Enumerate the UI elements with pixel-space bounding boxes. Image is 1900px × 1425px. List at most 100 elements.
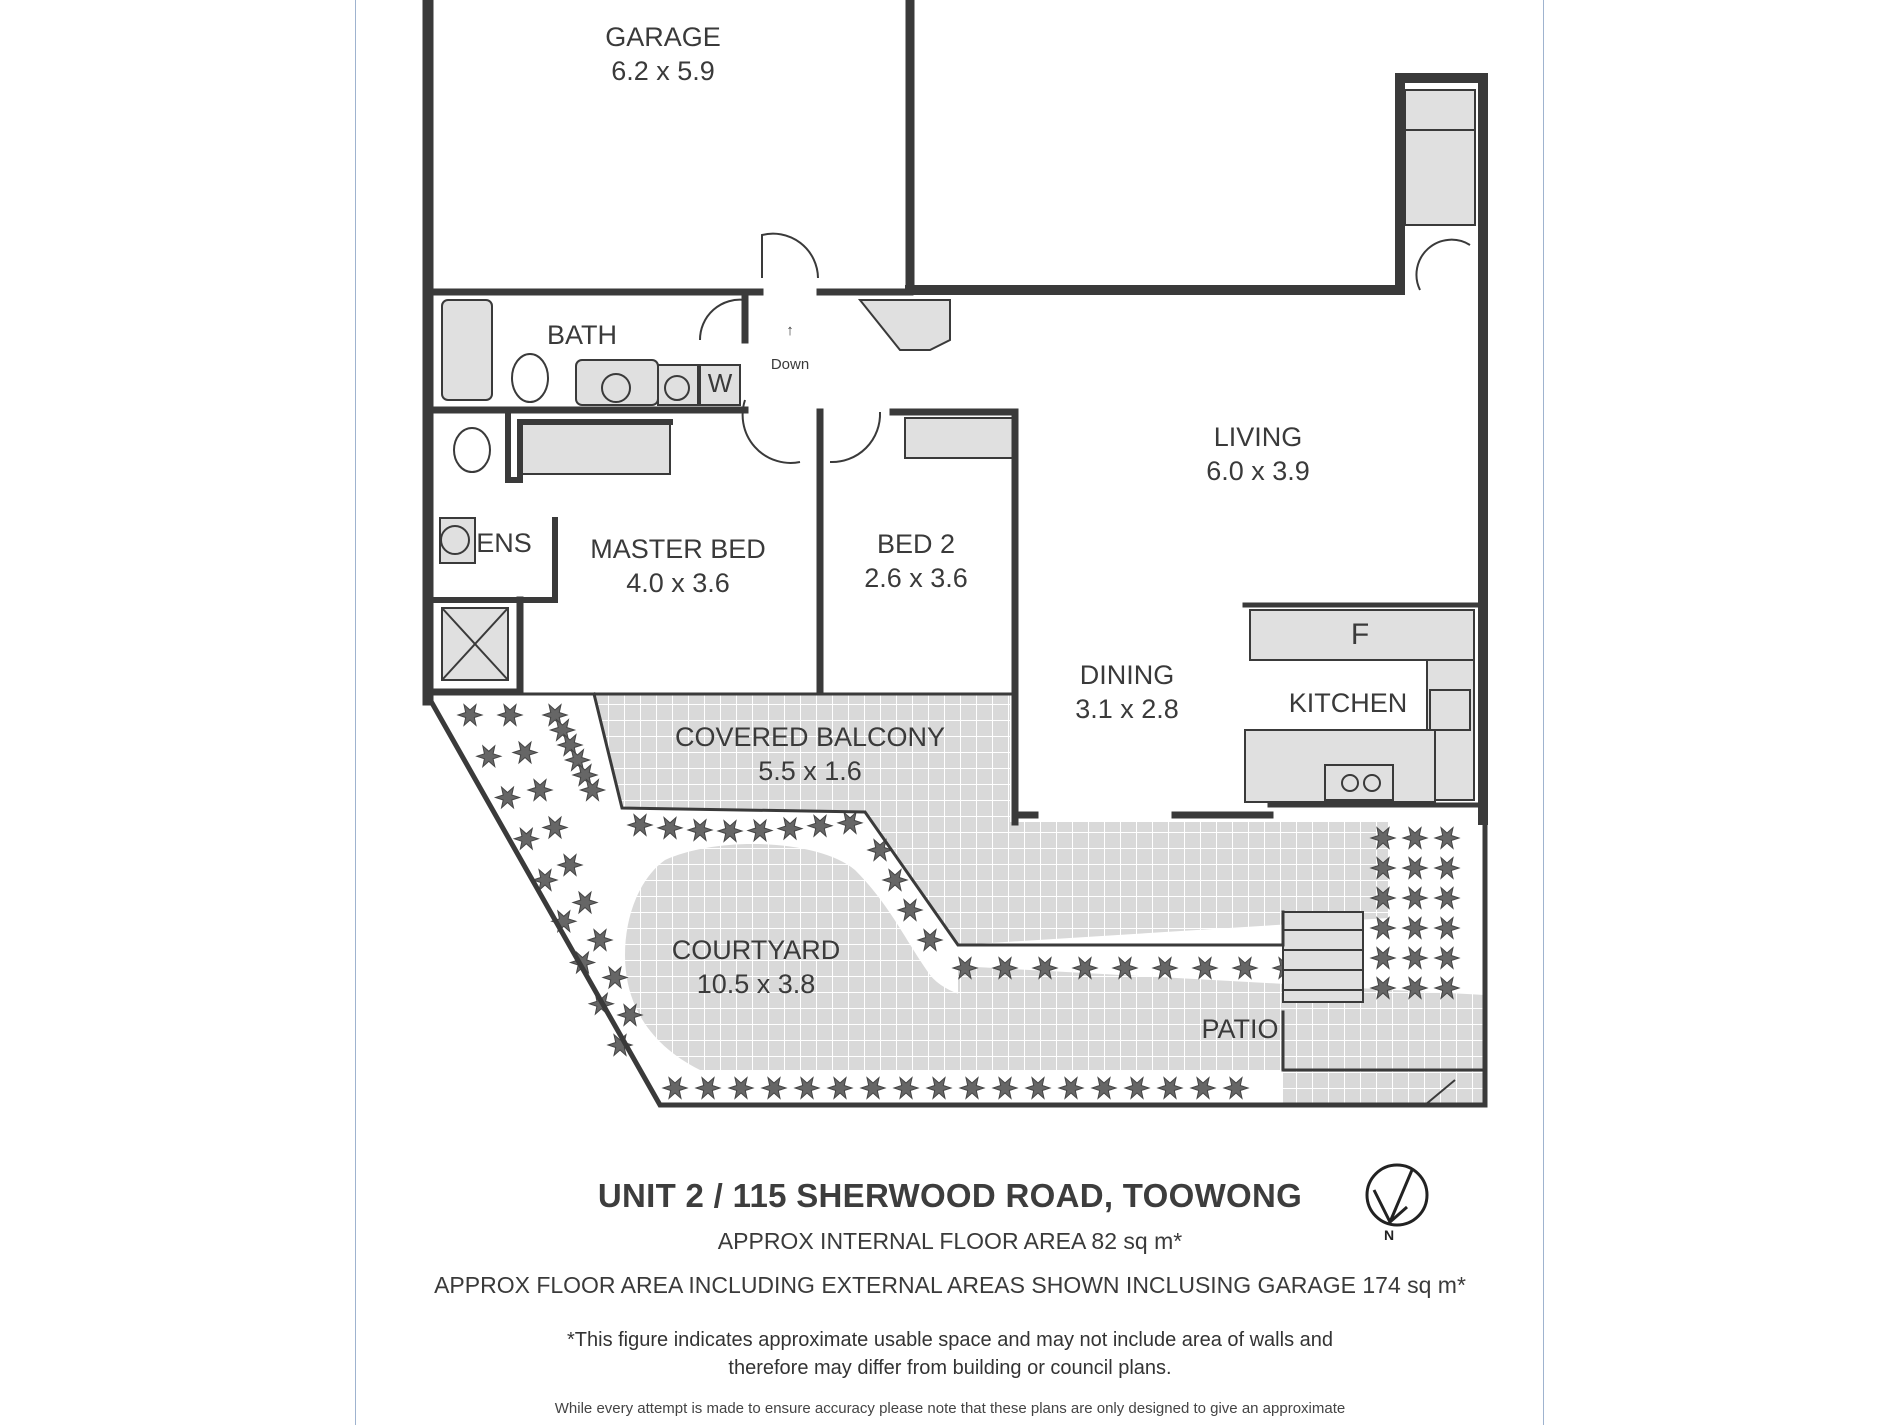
master-bed-bottom-wall <box>424 596 524 696</box>
fridge: F <box>1351 618 1369 652</box>
shrub-78 <box>1369 976 1397 1000</box>
stair-down: ↑ Down <box>771 314 809 382</box>
shrub-77 <box>1433 946 1461 970</box>
north-compass-icon: N <box>1365 1163 1429 1242</box>
room-kitchen: KITCHEN <box>1289 686 1408 720</box>
shrub-26 <box>686 818 714 842</box>
shrub-80 <box>1433 976 1461 1000</box>
room-w: W <box>708 366 733 400</box>
room-garage-size: 6.2 x 5.9 <box>611 56 715 86</box>
shrub-59 <box>1151 956 1179 980</box>
shrub-76 <box>1401 946 1429 970</box>
shrub-2 <box>541 703 569 727</box>
shrub-71 <box>1433 886 1461 910</box>
room-courtyard-name: COURTYARD <box>671 935 841 965</box>
room-dining: DINING 3.1 x 2.8 <box>1075 658 1179 726</box>
shrub-11 <box>563 748 592 772</box>
shrub-16 <box>571 890 599 915</box>
total-floor-area: APPROX FLOOR AREA INCLUDING EXTERNAL ARE… <box>434 1272 1466 1298</box>
room-living: LIVING 6.0 x 3.9 <box>1206 420 1310 488</box>
shrub-28 <box>746 818 774 843</box>
sink-bowl-2 <box>1363 774 1381 792</box>
shrub-45 <box>958 1076 986 1100</box>
shrub-55 <box>991 956 1019 980</box>
shrub-75 <box>1369 946 1397 970</box>
shower-diagonal-2 <box>441 607 509 681</box>
shrub-23 <box>616 1003 644 1027</box>
toilet-fixture <box>511 353 549 403</box>
shrub-43 <box>892 1076 920 1100</box>
shrub-37 <box>694 1076 722 1100</box>
entry-door-swing <box>761 232 819 279</box>
shrub-25 <box>656 816 684 840</box>
internal-floor-area: APPROX INTERNAL FLOOR AREA 82 sq m* <box>717 1228 1183 1254</box>
shrub-18 <box>568 950 597 975</box>
shrub-48 <box>1057 1076 1085 1100</box>
covered-balcony-floor <box>594 694 1388 945</box>
shrub-58 <box>1111 956 1139 980</box>
shrub-74 <box>1433 916 1461 940</box>
bed2-right-wall <box>889 408 1019 826</box>
shrub-17 <box>578 778 607 802</box>
room-bed2-name: BED 2 <box>876 529 956 559</box>
shrub-79 <box>1401 976 1429 1000</box>
property-address-title: UNIT 2 / 115 SHERWOOD ROAD, TOOWONG <box>597 1177 1303 1214</box>
shrub-46 <box>991 1076 1019 1100</box>
living-top-wall <box>905 73 1488 825</box>
washer-fixture <box>699 364 741 406</box>
room-master-bed-name: MASTER BED <box>590 534 766 564</box>
shrub-49 <box>1090 1076 1118 1100</box>
area-note-line2: therefore may differ from building or co… <box>728 1357 1172 1379</box>
room-garage-name: GARAGE <box>605 22 721 52</box>
shrub-27 <box>716 819 744 843</box>
sink-bowl <box>1341 774 1359 792</box>
room-living-size: 6.0 x 3.9 <box>1206 456 1310 486</box>
shrub-0 <box>456 703 484 727</box>
shrub-13 <box>556 853 584 877</box>
shrub-1 <box>496 703 524 727</box>
store-shelf-2 <box>1404 129 1476 226</box>
shrub-7 <box>526 778 554 802</box>
shrub-41 <box>826 1076 854 1100</box>
shrub-40 <box>793 1076 821 1100</box>
room-w-name: W <box>707 368 733 398</box>
bath-door-swing <box>741 399 801 464</box>
shrub-67 <box>1401 856 1429 880</box>
area-note-line1: *This figure indicates approximate usabl… <box>567 1329 1333 1351</box>
shrub-8 <box>556 733 584 757</box>
shrub-70 <box>1401 886 1429 910</box>
shrub-29 <box>776 816 804 841</box>
patio-edge <box>1281 1010 1487 1072</box>
room-bed2-size: 2.6 x 3.6 <box>864 563 968 593</box>
shrub-57 <box>1071 956 1099 980</box>
kitchen-bench-top <box>1249 609 1475 661</box>
fridge-label: F <box>1350 618 1370 651</box>
shrub-34 <box>896 898 924 922</box>
shrub-61 <box>1231 956 1259 980</box>
garden-plants <box>456 703 1461 1100</box>
bed2-door-swing <box>829 411 882 464</box>
wardrobe-master <box>519 421 671 475</box>
shrub-3 <box>475 744 503 768</box>
shrub-6 <box>493 785 522 810</box>
ens-wall <box>505 407 673 483</box>
room-bed2: BED 2 2.6 x 3.6 <box>864 527 968 595</box>
garden-edge-inner <box>592 692 1285 947</box>
shrub-15 <box>550 909 578 933</box>
room-courtyard: COURTYARD 10.5 x 3.8 <box>672 933 841 1001</box>
shrub-66 <box>1369 856 1397 880</box>
shrub-14 <box>571 763 599 787</box>
room-garage: GARAGE 6.2 x 5.9 <box>605 20 721 88</box>
room-ens-name: ENS <box>476 528 532 558</box>
shrub-72 <box>1369 916 1397 940</box>
bathtub-fixture <box>441 299 493 401</box>
compass-north-label: N <box>1384 1227 1394 1242</box>
room-kitchen-name: KITCHEN <box>1288 688 1408 718</box>
room-ens: ENS <box>476 526 532 560</box>
store-door-swing <box>1415 238 1471 291</box>
room-patio: PATIO <box>1201 1012 1278 1046</box>
wardrobe-bed2 <box>904 417 1016 459</box>
room-bath-name: BATH <box>546 320 618 350</box>
shrub-68 <box>1433 856 1461 880</box>
hall-door-swing <box>698 298 746 341</box>
